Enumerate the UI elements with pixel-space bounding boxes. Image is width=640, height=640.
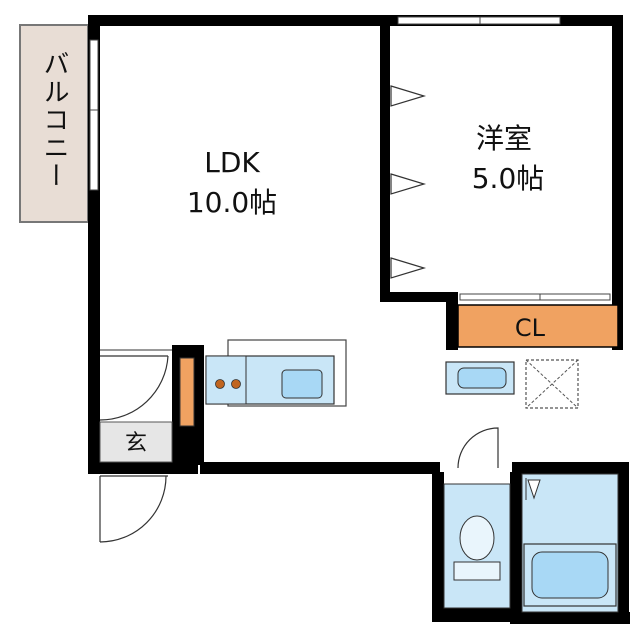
wall-left-lower [88, 345, 100, 465]
wall-bottom-mid [200, 462, 440, 474]
entrance: 玄 [99, 349, 173, 543]
burner-icon [215, 379, 225, 389]
closet: CL [457, 304, 619, 348]
wall-bath-bottom [510, 612, 630, 624]
wall-toilet-bottom [432, 608, 518, 622]
toilet [443, 427, 511, 609]
bedroom-size: 5.0帖 [472, 162, 545, 195]
room-bedroom: 洋室 5.0帖 [390, 85, 545, 279]
closet-label: CL [515, 314, 546, 342]
stove-area [205, 355, 247, 405]
windows [89, 16, 611, 301]
wall-bottom-left [88, 462, 198, 474]
toilet-bowl-icon [459, 515, 495, 561]
door-marker [390, 257, 427, 279]
entrance-floor [99, 421, 173, 463]
bathroom [521, 473, 619, 613]
door-marker [390, 173, 427, 195]
wall-bedroom-bottom [380, 292, 450, 302]
balcony-label: バルコニー [39, 50, 69, 190]
wall-cl-left [446, 292, 458, 350]
kitchen [179, 339, 347, 427]
wall-right-upper [612, 15, 623, 350]
toilet-tank-icon [453, 561, 501, 581]
ldk-name: LDK [204, 146, 260, 179]
burner-icon [231, 379, 241, 389]
balcony-area [19, 24, 89, 223]
closet-area [457, 304, 619, 348]
entrance-label: 玄 [125, 431, 147, 456]
bedroom-name: 洋室 [476, 122, 532, 155]
door-marker [390, 85, 427, 107]
ldk-size: 10.0帖 [187, 186, 277, 219]
window-top [397, 16, 561, 25]
shoe-cabinet [179, 357, 195, 427]
room-ldk: LDK 10.0帖 [187, 146, 277, 219]
wall-bedroom-left [380, 26, 390, 301]
bath-door-marker [527, 479, 541, 500]
front-door-swing-icon [99, 475, 167, 543]
balcony: バルコニー [19, 24, 89, 223]
washbasin [445, 361, 515, 395]
wall-toilet-left [432, 472, 444, 622]
toilet-door-swing-icon [457, 427, 499, 469]
wall-toilet-right [510, 472, 522, 622]
window-bedroom-bottom [459, 293, 611, 301]
wall-right-lower [618, 462, 629, 622]
wall-top [88, 15, 620, 26]
door-swing-icon [99, 355, 169, 421]
sink-icon [281, 369, 323, 399]
wall-bottom-right [512, 462, 629, 474]
bathtub-basin [531, 551, 609, 599]
washing-machine-space [525, 359, 579, 409]
window-left [89, 39, 99, 191]
